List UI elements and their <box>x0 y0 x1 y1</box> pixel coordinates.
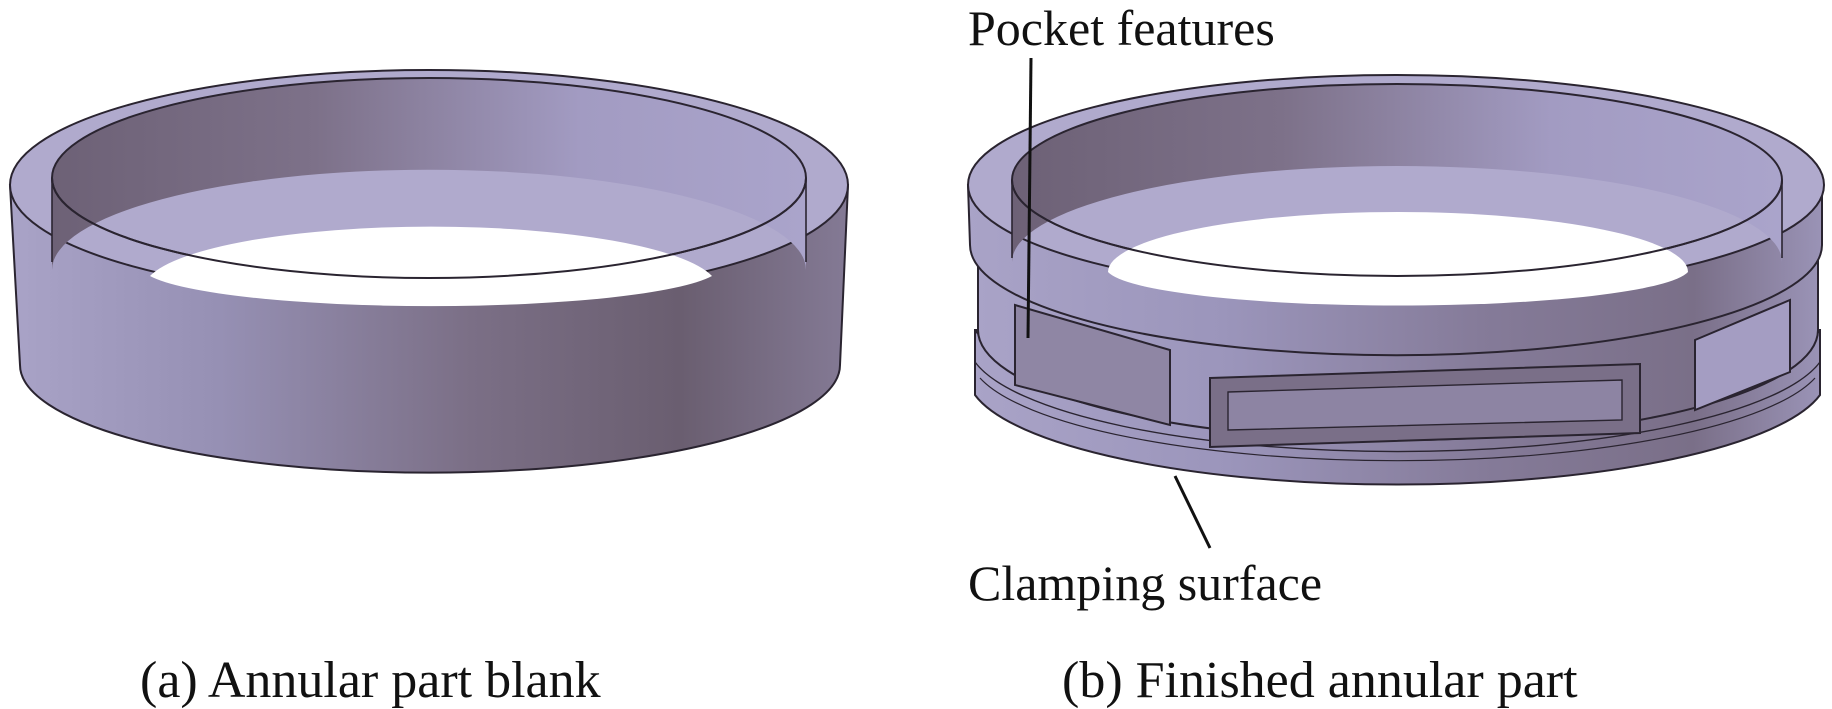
pocket-features-label: Pocket features <box>968 0 1275 56</box>
ring-blank <box>8 69 850 474</box>
finished-hole <box>1108 212 1688 306</box>
ring-finished <box>966 57 1825 549</box>
clamping-leader-line <box>1173 475 1212 549</box>
pocket-right <box>1694 298 1791 412</box>
blank-inner-front-edge <box>51 177 807 279</box>
caption-b: (b) Finished annular part <box>1062 652 1578 709</box>
blank-hole <box>150 226 712 307</box>
pocket-left <box>1014 303 1171 427</box>
clamping-surface-label: Clamping surface <box>968 555 1322 611</box>
blank-inner-wall <box>52 77 806 271</box>
caption-a: (a) Annular part blank <box>140 652 601 709</box>
finished-inner-wall <box>1012 84 1782 262</box>
pocket-leader-line <box>1026 57 1033 339</box>
